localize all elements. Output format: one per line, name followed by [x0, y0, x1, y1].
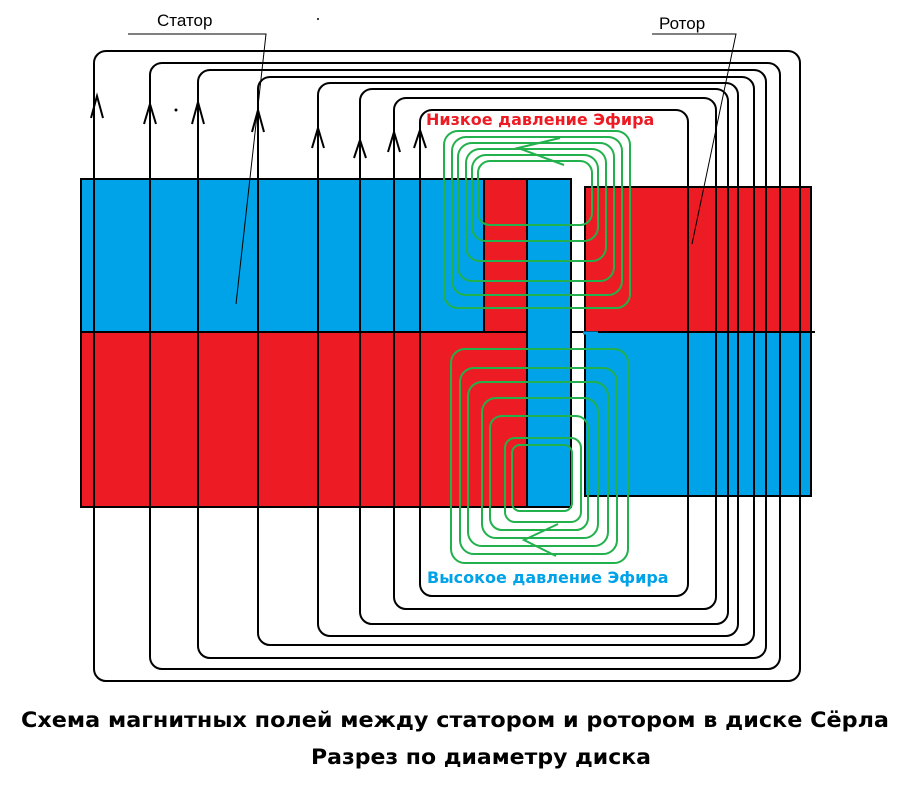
- arrow-up-icon: [191, 98, 205, 125]
- stator-label: Статор: [157, 11, 212, 30]
- arrow-up-icon: [143, 100, 157, 125]
- arrow-left-icon: [521, 523, 559, 557]
- stator-north-blue: [80, 178, 485, 333]
- high-pressure-label: Высокое давление Эфира: [427, 568, 669, 587]
- arrow-up-icon: [353, 136, 367, 159]
- green-loop: [459, 367, 618, 555]
- green-loop: [504, 437, 582, 523]
- rotor-magnet: [584, 186, 812, 497]
- stator-step-red: [483, 178, 528, 333]
- rotor-leader: [652, 33, 737, 245]
- low-pressure-loops: [443, 130, 631, 309]
- green-loop: [489, 415, 589, 531]
- caption-subtitle: Разрез по диаметру диска: [311, 745, 651, 769]
- caption-title: Схема магнитных полей между статором и р…: [21, 708, 889, 732]
- stator-south-red: [80, 331, 528, 508]
- green-loop: [481, 397, 599, 539]
- field-lines-through-magnets: [93, 179, 815, 507]
- green-loop: [477, 160, 593, 226]
- stray-dot: [317, 18, 319, 20]
- arrow-left-icon: [514, 137, 565, 166]
- arrow-up-icon: [387, 128, 401, 153]
- high-pressure-loops: [450, 348, 629, 564]
- green-loop: [465, 148, 607, 262]
- rotor-label: Ротор: [659, 14, 705, 33]
- rotor-bottom-blue: [584, 331, 812, 497]
- stator-leader: [128, 33, 267, 305]
- stray-dot: [174, 108, 178, 112]
- low-pressure-label: Низкое давление Эфира: [426, 110, 654, 129]
- stator-inner-blue: [526, 178, 572, 508]
- arrow-up-icon: [311, 124, 325, 149]
- green-loop: [450, 348, 629, 564]
- arrow-up-icon: [413, 126, 427, 149]
- green-loop: [443, 130, 631, 309]
- label-leaders: [128, 33, 737, 305]
- arrow-up-icon: [90, 92, 104, 119]
- green-loop: [451, 136, 623, 296]
- green-loop: [511, 444, 573, 512]
- field-direction-arrows: [90, 92, 427, 159]
- stator-magnet: [80, 178, 572, 508]
- rotor-top-red: [584, 186, 812, 333]
